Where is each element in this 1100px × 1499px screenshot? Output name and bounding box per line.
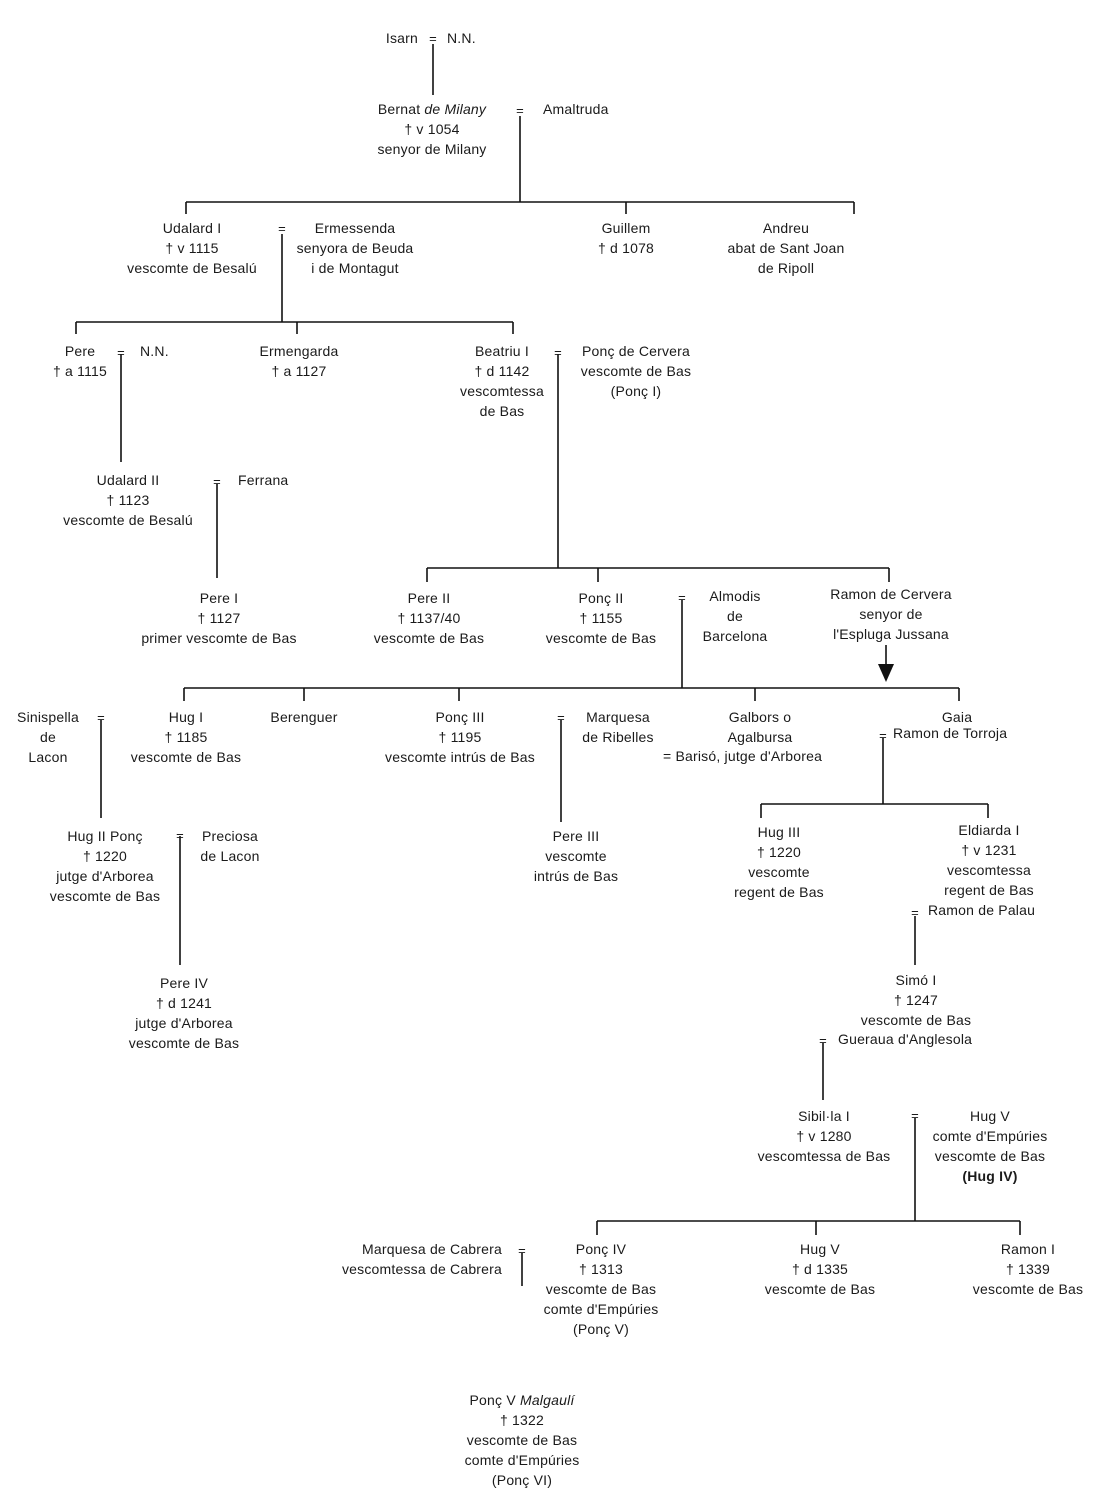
marriage-symbol: = (678, 590, 686, 605)
person-ermengarda: Ermengarda † a 1127 (259, 343, 339, 379)
person-name: Bernat de Milany (377, 101, 487, 117)
person-pere-ii: Pere II † 1137/40 vescomte de Bas (373, 590, 485, 646)
marriage-symbol: = (554, 345, 562, 360)
person-gueraua: Gueraua d'Anglesola (838, 1031, 973, 1047)
person-ramon-de-cervera: Ramon de Cervera senyor de l'Espluga Jus… (830, 586, 952, 642)
person-ponc-iii: Ponç III † 1195 vescomte intrús de Bas (385, 709, 535, 765)
person-ramon-de-torroja: Ramon de Torroja (893, 725, 1008, 741)
person-ponc-iv: Ponç IV † 1313 vescomte de Bas comte d'E… (543, 1241, 659, 1337)
marriage-symbol: = (911, 1108, 919, 1123)
person-guillem: Guillem † d 1078 (597, 220, 655, 256)
marriage-symbol: = (819, 1033, 827, 1048)
person-pere-i: Pere I † 1127 primer vescomte de Bas (141, 590, 297, 646)
marriage-symbol: = (117, 345, 125, 360)
person-title: senyor de Milany (377, 141, 487, 157)
person-berenguer: Berenguer (270, 709, 338, 725)
person-ramon-i: Ramon I † 1339 vescomte de Bas (972, 1241, 1084, 1297)
person-udalard-i: Udalard I † v 1115 vescomte de Besalú (127, 220, 257, 276)
person-eldiarda-i: Eldiarda I † v 1231 vescomtessa regent d… (944, 822, 1034, 898)
marriage-symbol: = (879, 728, 887, 743)
person-marquesa-de-ribelles: Marquesa de Ribelles (582, 709, 654, 745)
person-beatriu-i: Beatriu I † d 1142 vescomtessa de Bas (460, 343, 544, 419)
person-ermessenda: Ermessenda senyora de Beuda i de Montagu… (296, 220, 414, 276)
person-bariso: = Barisó, jutge d'Arborea (663, 748, 823, 764)
person-hug-ii-ponc: Hug II Ponç † 1220 jutge d'Arborea vesco… (49, 828, 161, 904)
person-bernat: Bernat de Milany † v 1054 senyor de Mila… (377, 99, 486, 159)
person-andreu: Andreu abat de Sant Joan de Ripoll (727, 220, 845, 276)
person-udalard-ii: Udalard II † 1123 vescomte de Besalú (63, 472, 193, 528)
person-nn-2: N.N. (140, 343, 169, 359)
person-hug-v: Hug V † d 1335 vescomte de Bas (764, 1241, 876, 1297)
person-ramon-de-palau: Ramon de Palau (928, 902, 1036, 918)
person-ferrana: Ferrana (238, 472, 289, 488)
person-hug-v-comte: Hug V comte d'Empúries vescomte de Bas (… (932, 1108, 1048, 1184)
person-death: † v 1054 (404, 121, 460, 137)
person-pere: Pere † a 1115 (52, 343, 108, 379)
person-name: N.N. (447, 30, 476, 46)
marriage-symbol: = (518, 1243, 526, 1258)
marriage-symbol: = (176, 828, 184, 843)
person-ponc-de-cervera: Ponç de Cervera vescomte de Bas (Ponç I) (580, 343, 692, 399)
marriage-symbol: = (516, 103, 524, 118)
person-ponc-v-malgauli: Ponç V Malgaulí † 1322 vescomte de Bas c… (464, 1392, 580, 1488)
arrow-head (878, 664, 894, 682)
person-marquesa-de-cabrera: Marquesa de Cabrera vescomtessa de Cabre… (341, 1241, 502, 1277)
person-galbors: Galbors o Agalbursa (727, 709, 793, 745)
person-gaia: Gaia (941, 709, 973, 725)
person-name: Ponç V Malgaulí (469, 1392, 575, 1408)
person-name: Amaltruda (543, 101, 609, 117)
person-ponc-ii: Ponç II † 1155 vescomte de Bas (545, 590, 657, 646)
person-name: Isarn (385, 30, 418, 46)
person-almodis: Almodis de Barcelona (702, 588, 768, 644)
marriage-symbol: = (911, 905, 919, 920)
marriage-symbol: = (278, 221, 286, 236)
person-pere-iv: Pere IV † d 1241 jutge d'Arborea vescomt… (128, 975, 240, 1051)
person-amaltruda: Amaltruda (543, 99, 609, 119)
person-nn-1: N.N. (447, 28, 476, 48)
person-preciosa: Preciosa de Lacon (200, 828, 260, 864)
person-simo-i: Simó I † 1247 vescomte de Bas (860, 972, 972, 1028)
person-isarn: Isarn (386, 28, 418, 48)
person-hug-iii: Hug III † 1220 vescomte regent de Bas (734, 824, 824, 900)
marriage-symbol: = (557, 710, 565, 725)
person-hug-i: Hug I † 1185 vescomte de Bas (130, 709, 242, 765)
marriage-symbol: = (429, 31, 437, 46)
person-sibilla-i: Sibil·la I † v 1280 vescomtessa de Bas (757, 1108, 891, 1164)
marriage-symbol: = (213, 474, 221, 489)
marriage-symbol: = (97, 710, 105, 725)
person-pere-iii: Pere III vescomte intrús de Bas (533, 828, 619, 884)
person-sinispella: Sinispella de Lacon (17, 709, 79, 765)
